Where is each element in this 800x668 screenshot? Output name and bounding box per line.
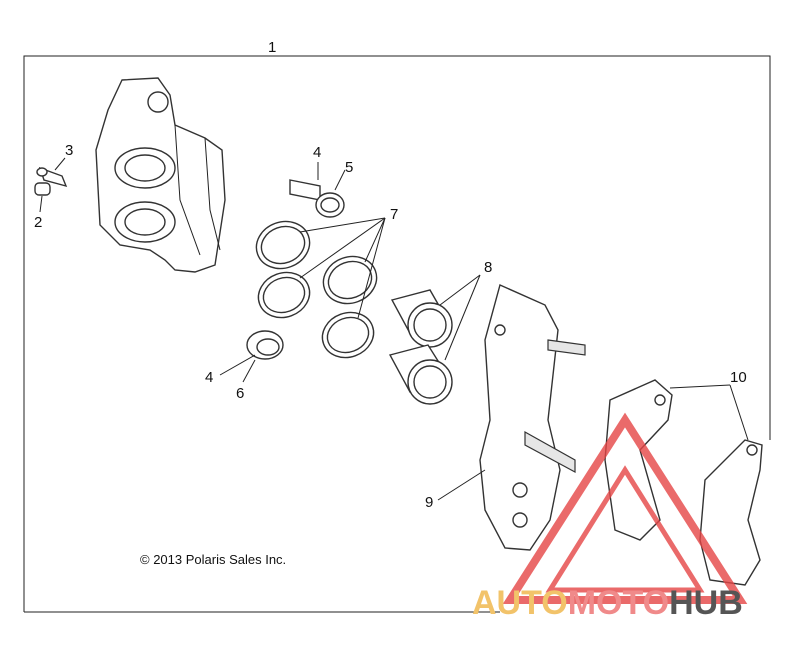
leader-6	[242, 359, 256, 383]
callout-2: 2	[34, 214, 42, 231]
leader-9	[437, 469, 486, 501]
leader-2	[39, 195, 43, 213]
brake-pad-rear	[699, 439, 763, 586]
watermark-moto: MOTO	[568, 584, 669, 622]
leader-7a	[299, 217, 386, 233]
copyright-text: © 2013 Polaris Sales Inc.	[140, 552, 286, 567]
callout-4-top: 4	[313, 144, 321, 161]
callout-3: 3	[65, 142, 73, 159]
piston-sleeves	[388, 289, 453, 405]
leader-4-bottom	[219, 354, 256, 376]
leader-10b	[729, 384, 749, 441]
bleeder-screw	[36, 166, 68, 188]
leader-8b	[444, 274, 481, 361]
watermark-auto: AUTO	[472, 584, 568, 622]
watermark-hub: HUB	[669, 584, 743, 622]
callout-10: 10	[730, 369, 747, 386]
leader-7b	[299, 217, 386, 279]
callout-6: 6	[236, 385, 244, 402]
callout-8: 8	[484, 259, 492, 276]
brake-pad-front	[604, 379, 673, 541]
watermark-logo	[502, 412, 748, 604]
leader-5	[334, 169, 346, 191]
callout-7: 7	[390, 206, 398, 223]
caliper-body	[95, 77, 226, 273]
callout-9: 9	[425, 494, 433, 511]
assembly-outline	[23, 55, 771, 612]
leader-8a	[439, 274, 481, 306]
seal-rings	[255, 220, 378, 359]
callout-5: 5	[345, 159, 353, 176]
leader-7d	[357, 217, 386, 319]
leader-7c	[364, 217, 386, 263]
callout-4-bottom: 4	[205, 369, 213, 386]
piston-upper	[289, 179, 345, 218]
piston-lower	[246, 330, 284, 360]
caliper-bracket	[479, 284, 586, 551]
watermark-text: AUTOMOTOHUB	[472, 584, 743, 622]
leader-3	[54, 157, 66, 171]
leader-10a	[669, 384, 731, 389]
callout-1: 1	[268, 39, 276, 56]
bleeder-cap	[34, 182, 51, 196]
